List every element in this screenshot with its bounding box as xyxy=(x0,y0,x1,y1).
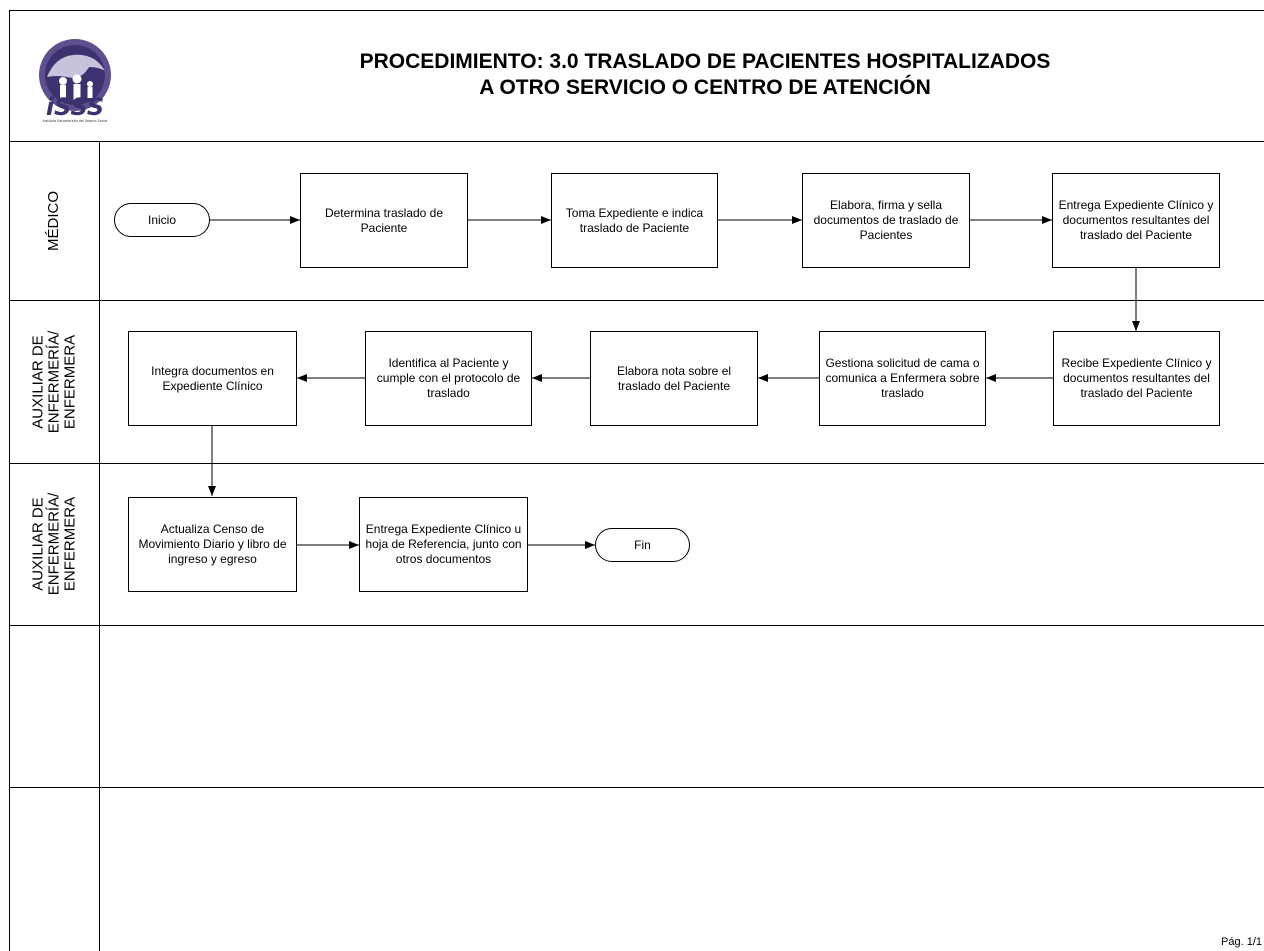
lane-auxiliar-1-line-3: ENFERMERA xyxy=(61,334,79,429)
page-number: Pág. 1/1 xyxy=(1221,936,1262,948)
lane-divider-3 xyxy=(9,625,1264,626)
lane-medico-text: MÉDICO xyxy=(45,190,62,251)
page-title: PROCEDIMIENTO: 3.0 TRASLADO DE PACIENTES… xyxy=(230,49,1180,101)
lane-auxiliar-2-line-2: ENFERMERÍA/ xyxy=(45,492,63,596)
step-elabora-documentos: Elabora, firma y sella documentos de tra… xyxy=(802,173,970,268)
lane-label-divider xyxy=(99,141,100,951)
lane-label-auxiliar-1: AUXILIAR DE ENFERMERÍA/ ENFERMERA xyxy=(9,300,99,463)
title-line-2: A OTRO SERVICIO O CENTRO DE ATENCIÓN xyxy=(479,76,931,99)
step-toma-expediente: Toma Expediente e indica traslado de Pac… xyxy=(551,173,718,268)
lane-auxiliar-2-text: AUXILIAR DE ENFERMERÍA/ ENFERMERA xyxy=(29,492,79,596)
step-elabora-nota: Elabora nota sobre el traslado del Pacie… xyxy=(590,331,758,426)
lane-auxiliar-2-line-3: ENFERMERA xyxy=(61,496,79,592)
step-integra-documentos: Integra documentos en Expediente Clínico xyxy=(128,331,297,426)
lane-label-auxiliar-2: AUXILIAR DE ENFERMERÍA/ ENFERMERA xyxy=(9,463,99,625)
lane-label-medico: MÉDICO xyxy=(9,141,99,300)
step-gestiona-solicitud: Gestiona solicitud de cama o comunica a … xyxy=(819,331,986,426)
title-line-1: PROCEDIMIENTO: 3.0 TRASLADO DE PACIENTES… xyxy=(359,50,1051,73)
lane-auxiliar-1-text: AUXILIAR DE ENFERMERÍA/ ENFERMERA xyxy=(29,330,79,433)
step-actualiza-censo: Actualiza Censo de Movimiento Diario y l… xyxy=(128,497,297,592)
lane-auxiliar-1-line-2: ENFERMERÍA/ xyxy=(45,330,63,433)
step-identifica-paciente: Identifica al Paciente y cumple con el p… xyxy=(365,331,532,426)
lane-divider-4 xyxy=(9,787,1264,788)
step-entrega-expediente-clinico: Entrega Expediente Clínico u hoja de Ref… xyxy=(359,497,528,592)
lane-divider-2 xyxy=(9,463,1264,464)
lane-auxiliar-2-line-1: AUXILIAR DE xyxy=(29,497,47,591)
end-terminal: Fin xyxy=(595,528,690,562)
lane-auxiliar-1-line-1: AUXILIAR DE xyxy=(29,334,47,429)
step-entrega-expediente: Entrega Expediente Clínico y documentos … xyxy=(1052,173,1220,268)
lane-divider-1 xyxy=(9,300,1264,301)
start-terminal: Inicio xyxy=(114,203,210,237)
step-recibe-expediente: Recibe Expediente Clínico y documentos r… xyxy=(1053,331,1220,426)
isss-logo: iSSS Instituto Salvadoreño del Seguro So… xyxy=(33,37,118,123)
diagram-frame xyxy=(9,10,1264,951)
svg-text:iSSS: iSSS xyxy=(46,93,104,121)
step-determina-traslado: Determina traslado de Paciente xyxy=(300,173,468,268)
header-divider xyxy=(9,141,1264,142)
svg-text:Instituto Salvadoreño del Segu: Instituto Salvadoreño del Seguro Social xyxy=(43,119,108,123)
